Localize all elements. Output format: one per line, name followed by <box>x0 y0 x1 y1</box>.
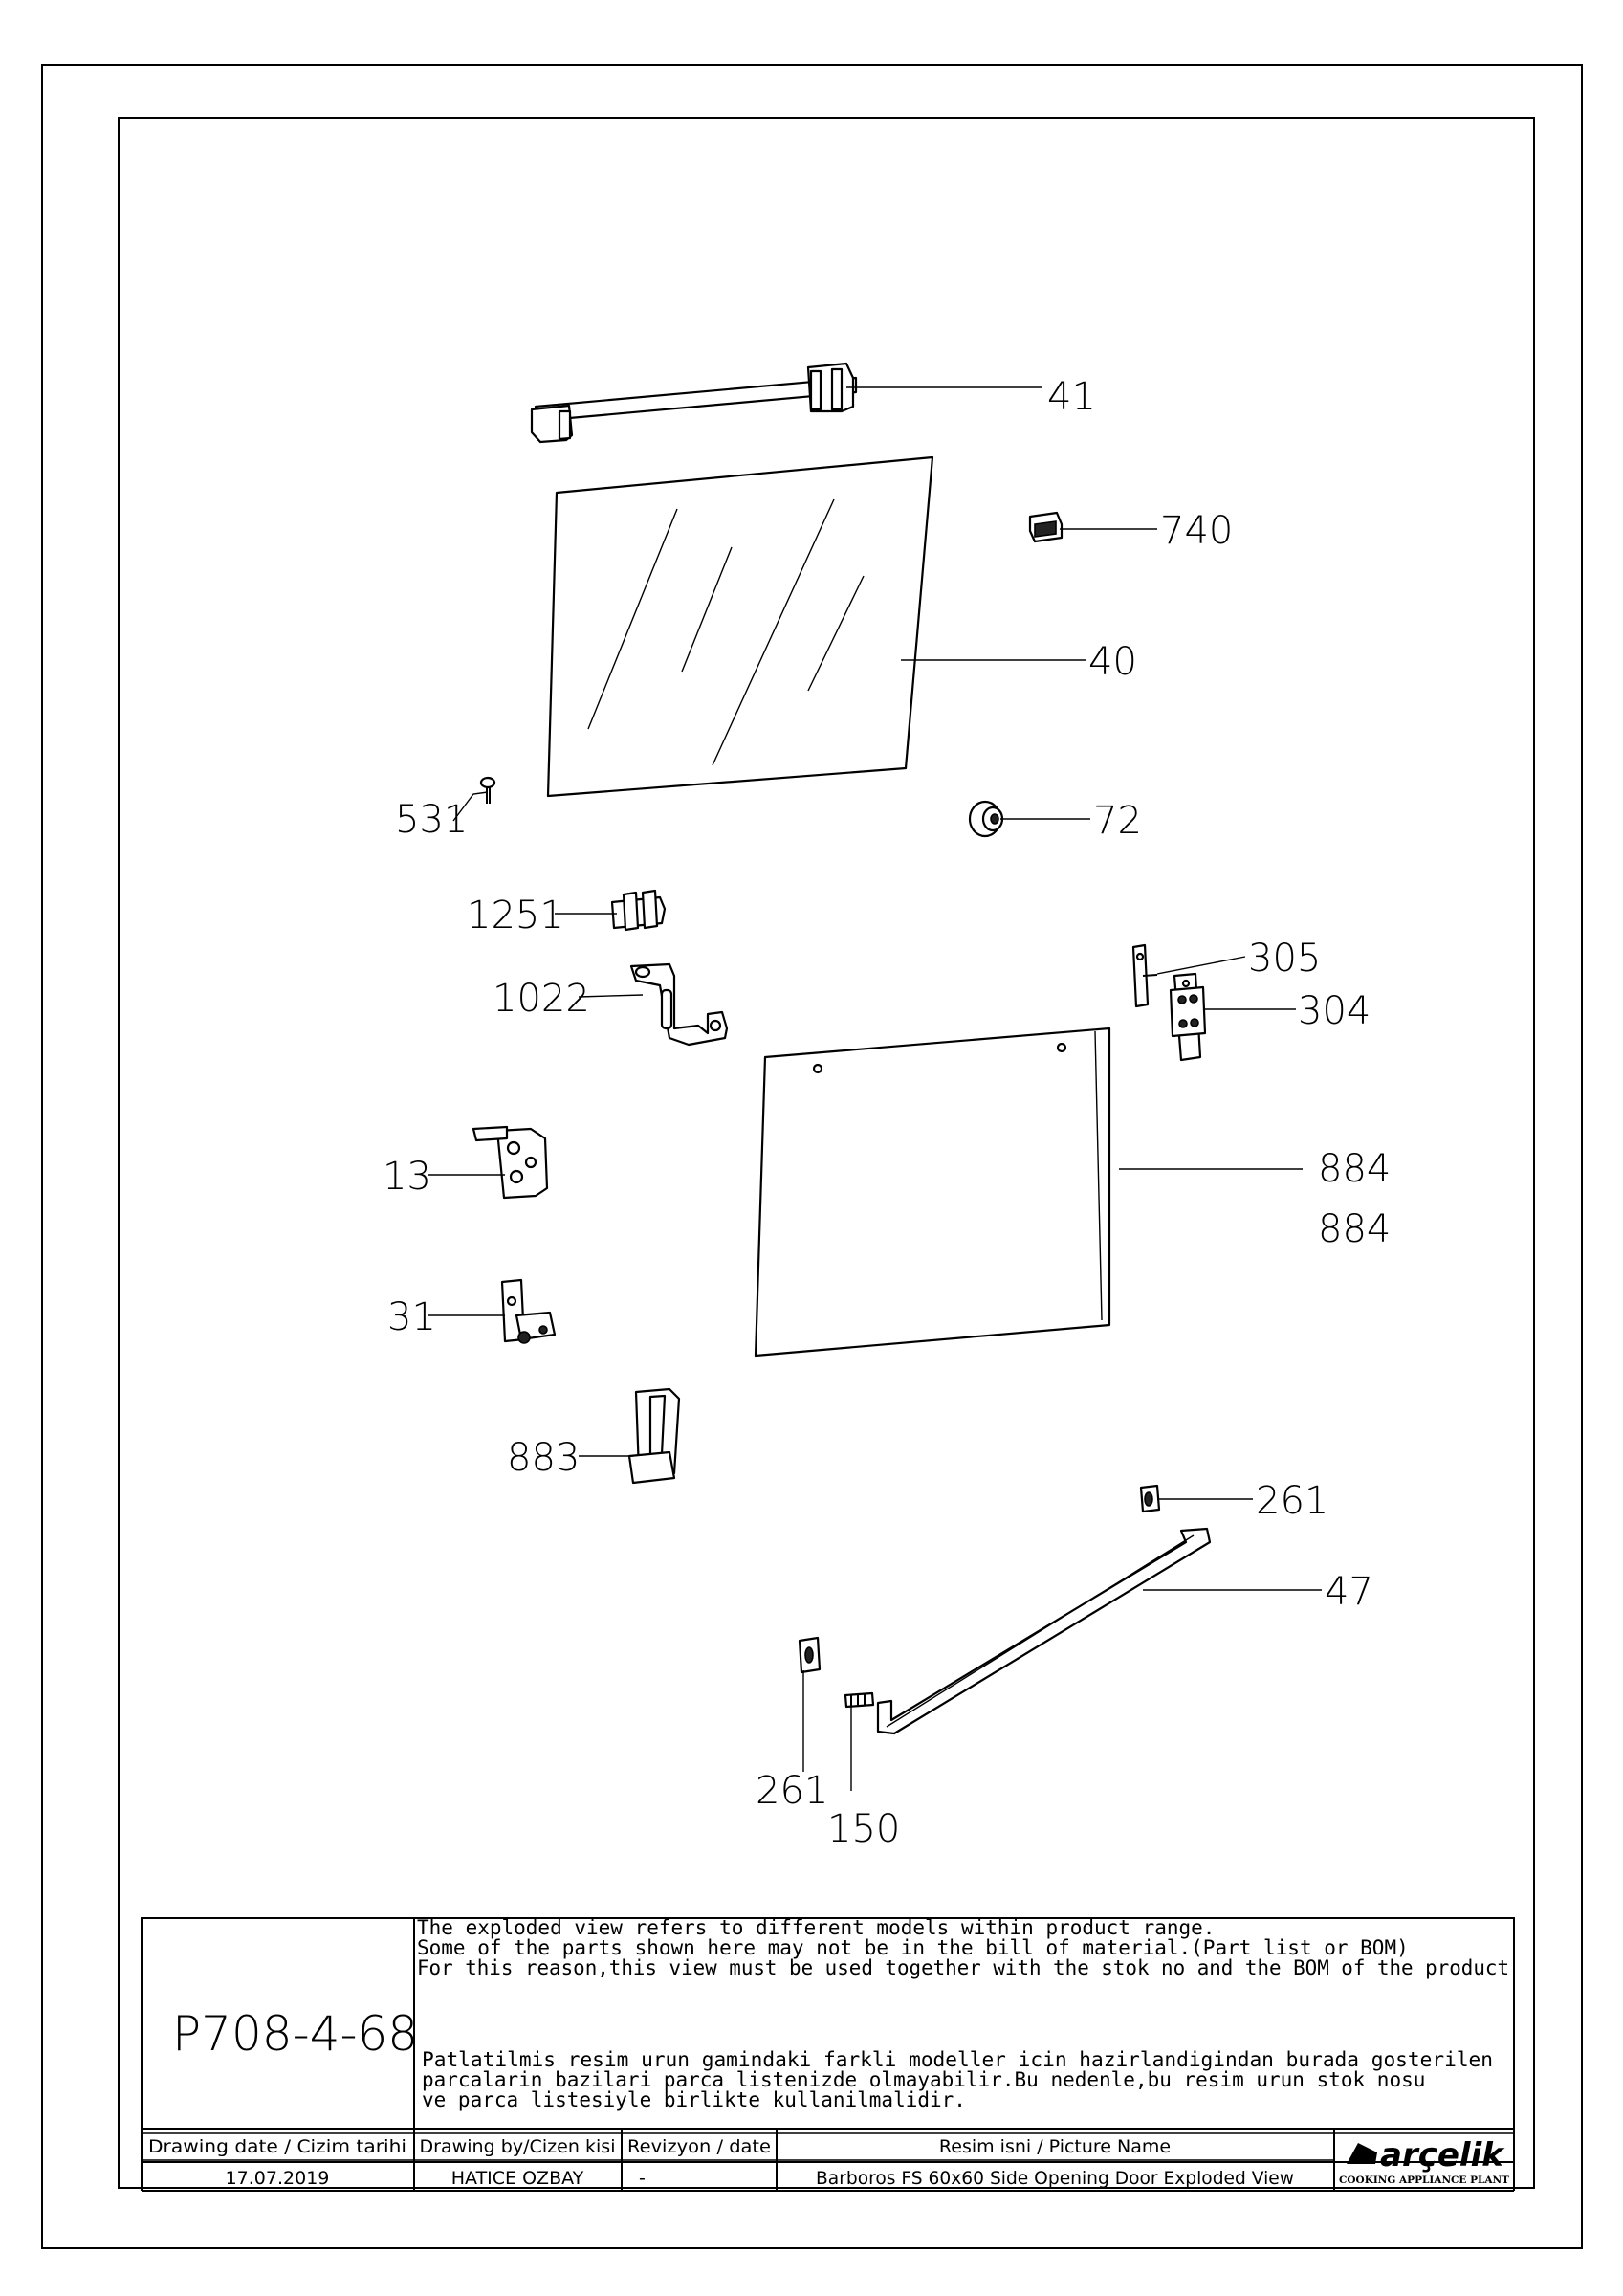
callout-150: 150 <box>827 1807 900 1851</box>
note-tr-line-3: ve parca listesiyle birlikte kullanilmal… <box>422 2088 966 2111</box>
arcelik-logo: arçelik COOKING APPLIANCE PLANT <box>1339 2136 1510 2186</box>
callout-31: 31 <box>387 1295 436 1339</box>
callout-261-lower: 261 <box>756 1769 828 1813</box>
callout-1022: 1022 <box>493 977 590 1021</box>
callout-883: 883 <box>507 1436 580 1480</box>
part-1022-hinge <box>629 962 729 1047</box>
callout-884-first: 884 <box>1318 1147 1391 1191</box>
part-31-hinge-plate <box>500 1278 557 1344</box>
header-picture-name: Resim isni / Picture Name <box>939 2136 1171 2157</box>
part-883-holder <box>627 1387 681 1485</box>
header-drawn-by: Drawing by/Cizen kisi <box>420 2136 616 2157</box>
value-drawn-by: HATICE OZBAY <box>451 2168 584 2189</box>
callout-40: 40 <box>1088 640 1137 684</box>
value-drawing-date: 17.07.2019 <box>226 2168 330 2189</box>
part-305-pin <box>1131 943 1158 1008</box>
note-tr-line-1: Patlatilmis resim urun gamindaki farkli … <box>422 2048 1493 2071</box>
part-1251-clip <box>610 889 667 932</box>
callout-531: 531 <box>395 798 468 842</box>
part-72-bumper <box>968 800 1004 838</box>
callout-305: 305 <box>1248 937 1321 981</box>
callout-740: 740 <box>1160 509 1233 553</box>
header-revision: Revizyon / date <box>627 2136 771 2157</box>
part-40-outer-glass <box>546 455 934 798</box>
note-en-line-2: Some of the parts shown here may not be … <box>417 1936 1409 1959</box>
callout-304: 304 <box>1298 989 1371 1033</box>
part-740-clip <box>1028 511 1064 543</box>
note-tr-line-2: parcalarin bazilari parca listenizde olm… <box>422 2068 1425 2091</box>
callout-261-upper: 261 <box>1256 1479 1328 1523</box>
drawing-code: P708-4-68 <box>172 2006 418 2062</box>
callout-884-second: 884 <box>1318 1207 1391 1251</box>
part-304-latch <box>1169 972 1207 1062</box>
value-revision: - <box>639 2168 646 2189</box>
leader-lines <box>428 386 1322 1791</box>
part-150-screw <box>844 1691 875 1709</box>
header-drawing-date: Drawing date / Cizim tarihi <box>148 2136 406 2157</box>
part-13-hinge-bracket <box>472 1125 549 1200</box>
part-531-screw <box>479 776 496 804</box>
title-block <box>141 1917 1515 2192</box>
part-261-upper-end-cap <box>1139 1484 1161 1513</box>
part-261-lower-end-cap <box>798 1636 822 1674</box>
callout-13: 13 <box>383 1155 431 1199</box>
note-en-line-1: The exploded view refers to different mo… <box>417 1916 1215 1939</box>
callout-47: 47 <box>1325 1570 1373 1614</box>
inner-frame <box>118 117 1535 2189</box>
value-picture-name: Barboros FS 60x60 Side Opening Door Expl… <box>816 2168 1294 2189</box>
note-en-line-3: For this reason,this view must be used t… <box>417 1956 1509 1979</box>
part-47-handle-bar <box>876 1527 1212 1735</box>
callout-72: 72 <box>1093 799 1142 843</box>
logo-subtitle: COOKING APPLIANCE PLANT <box>1339 2175 1510 2186</box>
callout-41: 41 <box>1047 375 1096 419</box>
part-884-inner-glass <box>754 1027 1111 1358</box>
callout-1251: 1251 <box>467 894 564 938</box>
part-41-top-rail <box>530 362 858 444</box>
arcelik-swoosh-icon <box>1347 2143 1377 2164</box>
logo-brand: arçelik <box>1380 2136 1505 2175</box>
outer-frame <box>41 64 1583 2249</box>
